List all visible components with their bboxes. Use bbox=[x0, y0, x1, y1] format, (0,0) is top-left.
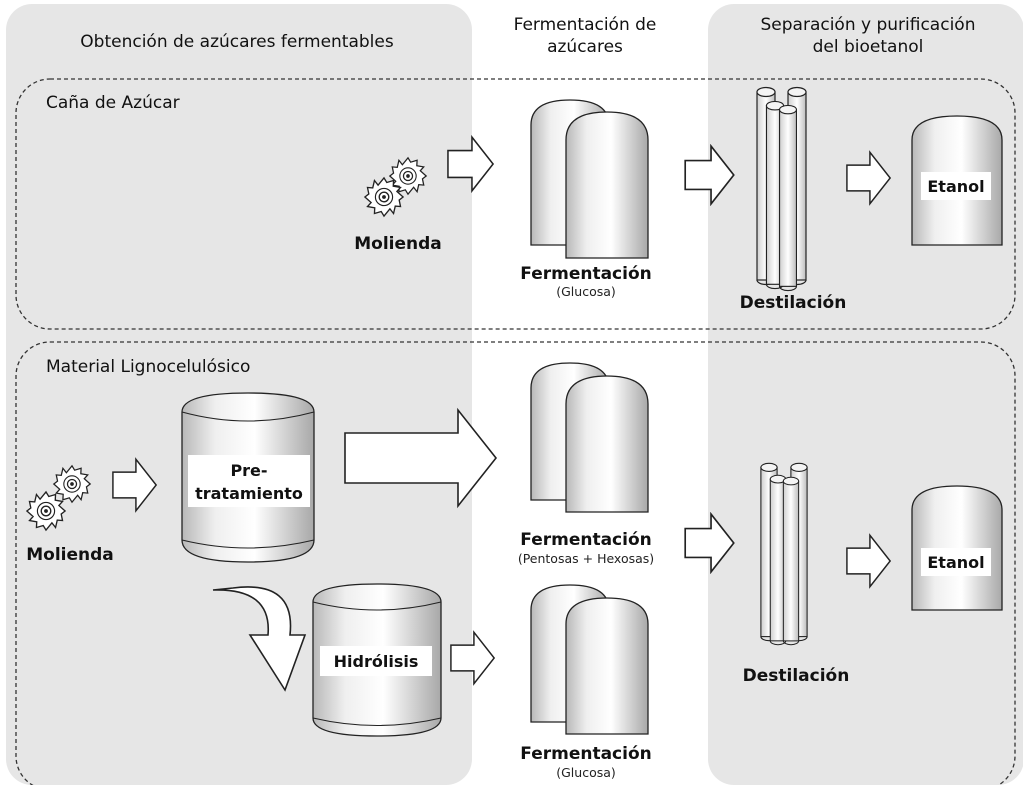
hydrolysis-label: Hidrólisis bbox=[334, 652, 419, 671]
sugarcane-product-label: Etanol bbox=[927, 177, 984, 196]
fermentation-glucose-sub: (Glucosa) bbox=[556, 765, 616, 780]
pretreatment-label-box bbox=[188, 455, 310, 507]
fermentation-glucose-label: Fermentación bbox=[520, 744, 651, 764]
column-headers: Obtención de azúcares fermentables Ferme… bbox=[80, 15, 975, 57]
header-fermentation-line2: azúcares bbox=[547, 37, 623, 57]
sugarcane-fermentation-label: Fermentación bbox=[520, 264, 651, 284]
lignocellulosic-product-label: Etanol bbox=[927, 553, 984, 572]
distillation-column-icon bbox=[760, 462, 808, 646]
sugarcane-distillation-label: Destilación bbox=[740, 293, 847, 313]
ethanol-label-box bbox=[921, 548, 991, 576]
ethanol-label-box bbox=[921, 172, 991, 200]
fermentation-pentoses-label: Fermentación bbox=[520, 530, 651, 550]
header-fermentation-line1: Fermentación de bbox=[514, 15, 657, 35]
fermenter-tank-icon bbox=[530, 584, 649, 735]
hydrolysis-label-box bbox=[320, 646, 432, 676]
lignocellulosic-title: Material Lignocelulósico bbox=[46, 357, 250, 377]
curved-arrow-icon bbox=[212, 586, 307, 692]
pretreatment-label-line2: tratamiento bbox=[195, 484, 303, 503]
pretreatment-label-line1: Pre- bbox=[230, 461, 267, 480]
section-sugarcane-box bbox=[15, 78, 1016, 330]
sugarcane-title: Caña de Azúcar bbox=[46, 93, 180, 113]
column-backgrounds bbox=[6, 4, 1023, 785]
arrow-right-icon bbox=[344, 407, 498, 509]
sugarcane-fermentation-sub: (Glucosa) bbox=[556, 284, 616, 299]
fermenter-tank-icon bbox=[530, 362, 649, 513]
header-separation-line1: Separación y purificación bbox=[761, 15, 976, 35]
fermentation-pentoses-sub: (Pentosas + Hexosas) bbox=[518, 551, 654, 566]
distillation-column-icon bbox=[756, 86, 807, 292]
header-sugars: Obtención de azúcares fermentables bbox=[80, 32, 394, 52]
lignocellulosic-milling-label: Molienda bbox=[26, 545, 114, 565]
section-lignocellulosic-box bbox=[15, 341, 1016, 785]
fermenter-tank-icon bbox=[530, 99, 649, 259]
sugarcane-milling-label: Molienda bbox=[354, 234, 442, 254]
header-separation-line2: del bioetanol bbox=[813, 37, 924, 57]
lignocellulosic-distillation-label: Destilación bbox=[743, 666, 850, 686]
